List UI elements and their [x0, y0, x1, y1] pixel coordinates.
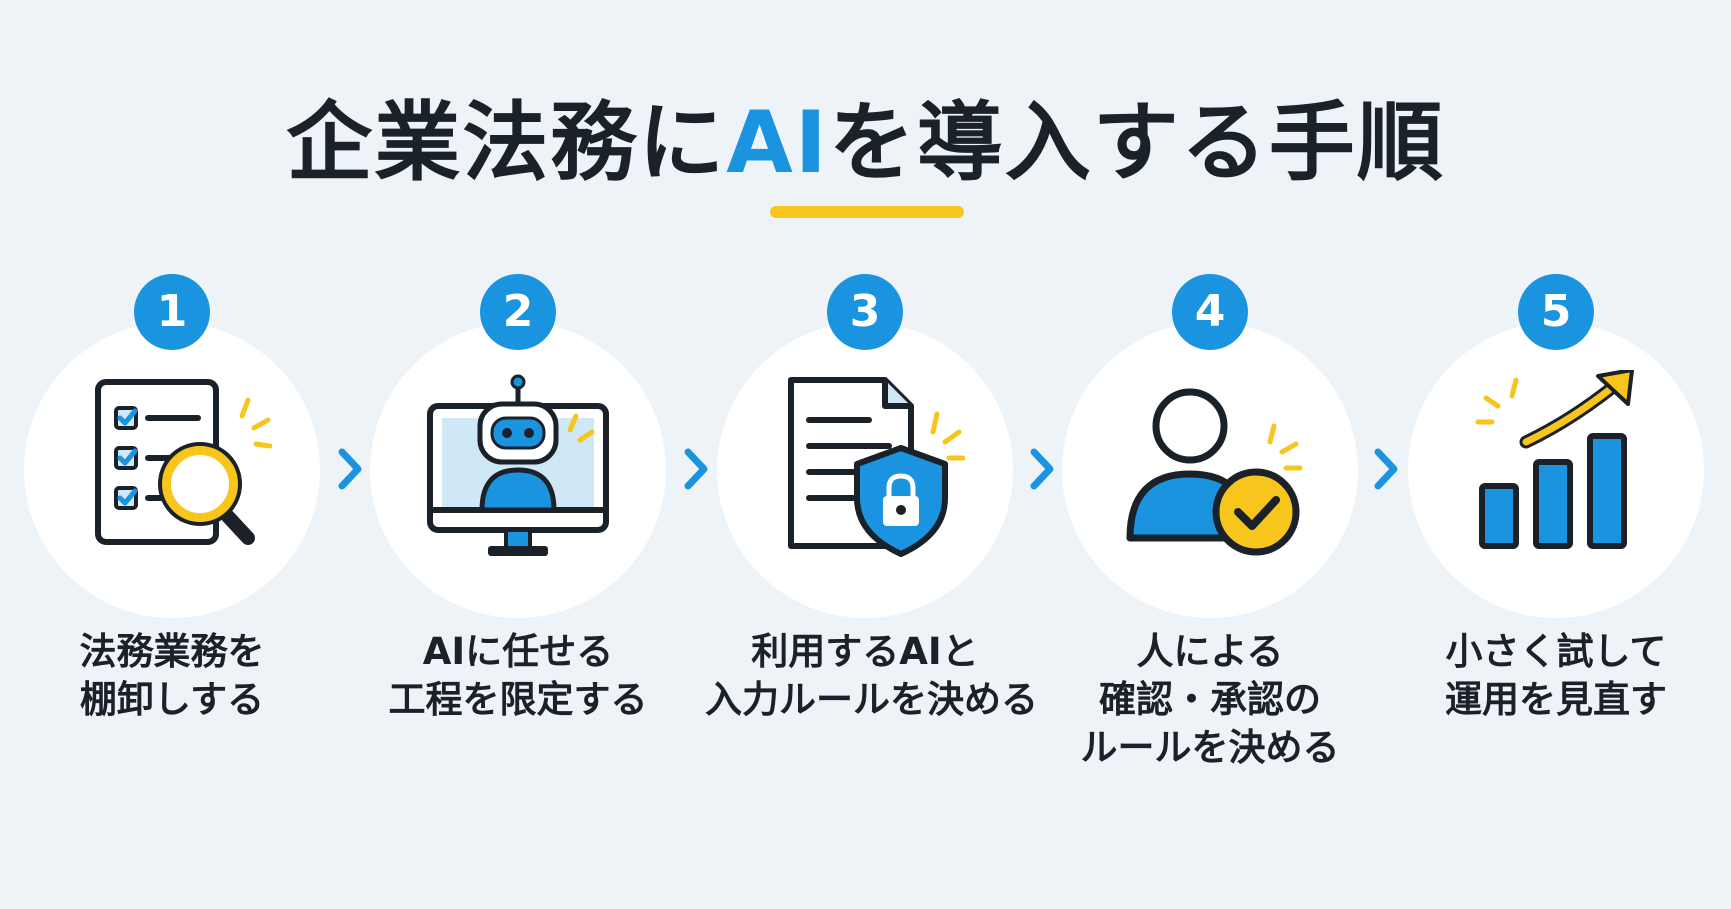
step-5: 5 小さく試して 運用を見直す [1396, 274, 1716, 834]
step-label-line: ルールを決める [1080, 726, 1340, 769]
step-number-badge: 3 [827, 274, 903, 350]
step-number-badge: 4 [1172, 274, 1248, 350]
step-1: 1 法務業務を 棚卸しする [12, 274, 332, 834]
step-label-line: 人による [1136, 630, 1284, 673]
step-number-badge: 1 [134, 274, 210, 350]
step-label: 法務業務を 棚卸しする [12, 628, 332, 724]
chevron-right-icon [1374, 448, 1398, 490]
step-label-line: 運用を見直す [1445, 678, 1667, 721]
title-accent: AI [726, 93, 829, 193]
step-label: 利用するAIと 入力ルールを決める [705, 628, 1038, 724]
robot-monitor-icon [427, 374, 609, 556]
person-check-icon [1126, 388, 1303, 556]
step-2: 2 AIに任せる 工程を限定する [358, 274, 678, 834]
step-label: 小さく試して 運用を見直す [1396, 628, 1716, 724]
step-label-line: 利用するAIと [751, 630, 979, 673]
document-shield-lock-icon [788, 377, 965, 557]
step-label-line: 確認・承認の [1099, 678, 1321, 721]
step-circle [1062, 322, 1358, 618]
step-label: 人による 確認・承認の ルールを決める [1050, 628, 1370, 772]
chevron-right-icon [1030, 448, 1054, 490]
chevron-right-icon [338, 448, 362, 490]
title-after: を導入する手順 [828, 93, 1445, 193]
step-label-line: 入力ルールを決める [705, 678, 1038, 721]
step-label-line: 棚卸しする [79, 678, 265, 721]
step-label-line: 小さく試して [1445, 630, 1667, 673]
step-number-badge: 5 [1518, 274, 1594, 350]
page-title: 企業法務にAIを導入する手順 [0, 88, 1731, 198]
growth-chart-icon [1475, 370, 1634, 549]
step-label-line: 法務業務を [79, 630, 265, 673]
step-3: 3 利用するAIと 入力ルールを決める [705, 274, 1038, 834]
step-label-line: 工程を限定する [388, 678, 648, 721]
step-number-badge: 2 [480, 274, 556, 350]
chevron-right-icon [684, 448, 708, 490]
title-underline [770, 206, 964, 218]
step-label-line: AIに任せる [422, 630, 614, 673]
step-label: AIに任せる 工程を限定する [358, 628, 678, 724]
checklist-magnifier-icon [95, 379, 272, 545]
step-4: 4 人による 確認・承認の ルールを決める [1050, 274, 1370, 834]
title-before: 企業法務に [286, 93, 727, 193]
